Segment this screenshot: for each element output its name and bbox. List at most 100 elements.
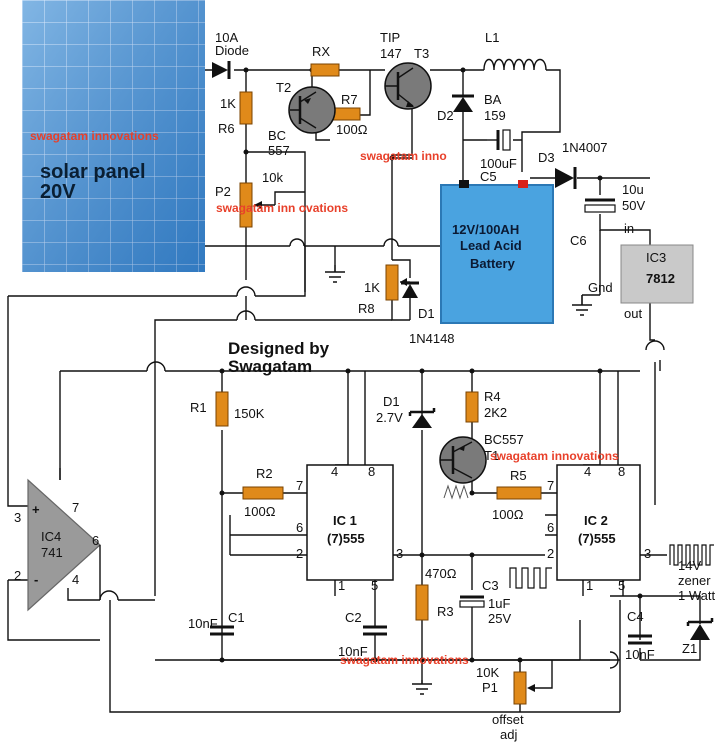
diode-10a-label-1: 10A	[215, 30, 238, 45]
pin-numbers: 3 2 7 6 4 4 8 7 6 2 3 1 5 4 8 7 6 2 3 1 …	[14, 464, 651, 593]
r3-value: 470Ω	[425, 566, 457, 581]
p2-value: 10k	[262, 170, 283, 185]
svg-text:2: 2	[296, 546, 303, 561]
watermarks: swagatam innovations swagatam inno swaga…	[30, 129, 619, 667]
panel-voltage: 20V	[40, 181, 76, 203]
svg-text:6: 6	[547, 520, 554, 535]
svg-text:swagatam innovations: swagatam innovations	[490, 449, 619, 463]
svg-text:swagatam inno: swagatam inno	[360, 149, 447, 163]
svg-text:4: 4	[331, 464, 338, 479]
t1-label: T1	[484, 448, 499, 463]
inductor-l1	[483, 58, 547, 71]
capacitor-c4	[628, 634, 652, 645]
r6-value: 1K	[220, 96, 236, 111]
r2-label: R2	[256, 466, 273, 481]
c3-value2: 25V	[488, 611, 511, 626]
ic1-label: IC 1	[333, 513, 357, 528]
svg-text:2: 2	[14, 568, 21, 583]
t3-label: T3	[414, 46, 429, 61]
waveform-icons	[509, 544, 714, 589]
r4-value: 2K2	[484, 405, 507, 420]
tip-label: TIP	[380, 30, 400, 45]
diode-d1-upper	[392, 259, 419, 320]
potentiometer-p1	[513, 671, 535, 705]
capacitor-c6	[584, 198, 616, 213]
svg-text:6: 6	[296, 520, 303, 535]
tip-num-label: 147	[380, 46, 402, 61]
r4-label: R4	[484, 389, 501, 404]
c2-label: C2	[345, 610, 362, 625]
d2-num-label: 159	[484, 108, 506, 123]
c3-label: C3	[482, 578, 499, 593]
panel-label: solar panel	[40, 161, 146, 183]
d1-upper-value: 1N4148	[409, 331, 455, 346]
ic2-label: IC 2	[584, 513, 608, 528]
resistor-rx	[310, 63, 340, 77]
c5-value: 100uF	[480, 156, 517, 171]
diode-d2-symbol	[452, 94, 474, 126]
r7-value: 100Ω	[336, 122, 368, 137]
t1-type: BC557	[484, 432, 524, 447]
ic3-label: IC3	[646, 250, 666, 265]
battery-line1: 12V/100AH	[452, 222, 519, 237]
resistor-r4	[465, 391, 479, 423]
resistor-r3	[415, 584, 429, 621]
capacitor-c3	[459, 595, 485, 608]
c6-label: C6	[570, 233, 587, 248]
z1-line2: zener	[678, 573, 711, 588]
d2-ba-label: BA	[484, 92, 502, 107]
wire-crossovers	[99, 238, 665, 669]
svg-text:4: 4	[584, 464, 591, 479]
d3-value: 1N4007	[562, 140, 608, 155]
c2-value: 10nF	[338, 644, 368, 659]
c1-label: C1	[228, 610, 245, 625]
svg-text:swagatam inn ovations: swagatam inn ovations	[216, 201, 348, 215]
d1-zener-value: 2.7V	[376, 410, 403, 425]
zener-d1	[408, 408, 436, 428]
diode-d3-symbol	[555, 167, 577, 189]
transistor-t3	[384, 62, 432, 110]
resistor-r5	[496, 486, 542, 500]
d1-upper-label: D1	[418, 306, 435, 321]
battery-line2: Lead Acid	[460, 238, 522, 253]
c4-label: C4	[627, 609, 644, 624]
ic3-in-label: in	[624, 221, 634, 236]
ic2-555	[556, 464, 641, 581]
r1-label: R1	[190, 400, 207, 415]
svg-text:8: 8	[368, 464, 375, 479]
capacitor-c2	[363, 625, 387, 660]
ic4-part: 741	[41, 545, 63, 560]
potentiometer-p2	[239, 182, 305, 228]
transistor-t2	[288, 86, 336, 134]
c5-label: C5	[480, 169, 497, 184]
r8-value: 1K	[364, 280, 380, 295]
r7-label: R7	[341, 92, 358, 107]
svg-text:5: 5	[618, 578, 625, 593]
c6-value-2: 50V	[622, 198, 645, 213]
p2-label: P2	[215, 184, 231, 199]
ic3-part: 7812	[646, 271, 675, 286]
r6-label: R6	[218, 121, 235, 136]
solar-panel	[22, 0, 205, 272]
diode-10a-label-2: Diode	[215, 43, 249, 58]
ic1-555	[306, 464, 394, 581]
svg-text:3: 3	[644, 546, 651, 561]
diode-10a-symbol	[212, 61, 231, 79]
r5-label: R5	[510, 468, 527, 483]
resistor-r1	[215, 391, 229, 427]
d2-label: D2	[437, 108, 454, 123]
svg-text:1: 1	[586, 578, 593, 593]
ic4-label: IC4	[41, 529, 61, 544]
gnd-label: Gnd	[588, 280, 613, 295]
zener-z1	[686, 612, 714, 640]
ic4-opamp	[27, 468, 101, 612]
p1-label: P1	[482, 680, 498, 695]
c6-value-1: 10u	[622, 182, 644, 197]
rx-label: RX	[312, 44, 330, 59]
r5-value: 100Ω	[492, 507, 524, 522]
r2-value: 100Ω	[244, 504, 276, 519]
designed-by-1: Designed by	[228, 339, 330, 358]
svg-text:2: 2	[547, 546, 554, 561]
